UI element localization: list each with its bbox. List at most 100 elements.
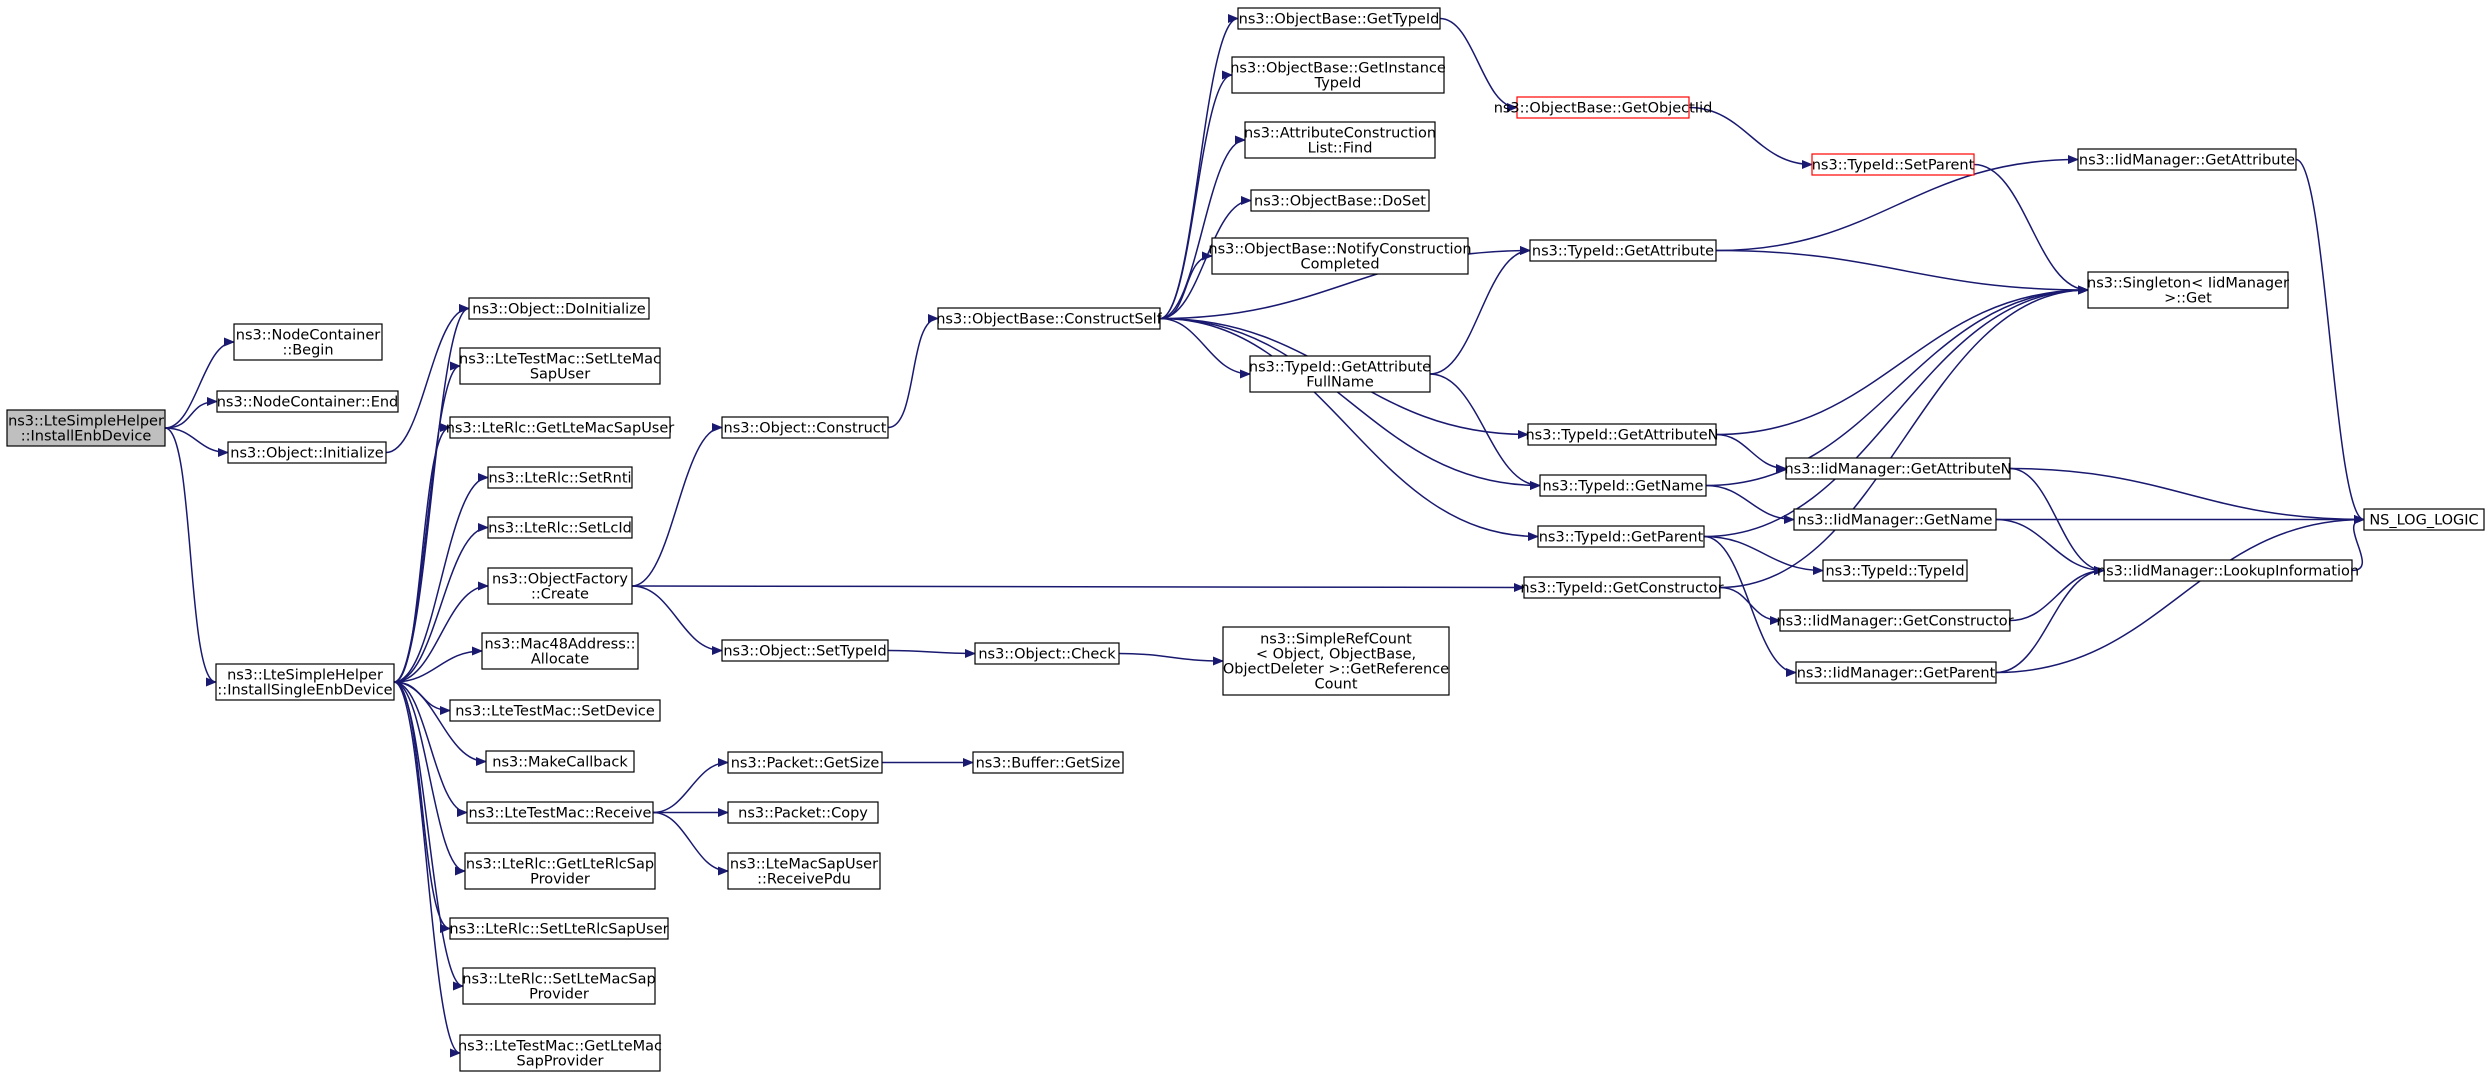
node-ob-gettypeid[interactable]: ns3::ObjectBase::GetTypeId — [1237, 7, 1441, 30]
node-tid-getattribute[interactable]: ns3::TypeId::GetAttribute — [1529, 239, 1717, 262]
node-label: ns3::TypeId::SetParent — [1812, 158, 1975, 174]
node-label: ns3::Object::SetTypeId — [723, 644, 886, 660]
node-box — [1539, 474, 1707, 497]
node-iid-lookupinformation[interactable]: ns3::IidManager::LookupInformation — [2097, 559, 2359, 582]
edge-ob_constructself-to-tid_getattrfullname — [1159, 317, 1251, 379]
node-obj-init[interactable]: ns3::Object::Initialize — [227, 441, 387, 464]
node-label: ns3::LteSimpleHelper — [227, 668, 383, 684]
edge-root-to-nc_end — [164, 397, 218, 429]
node-ob-getobjectiid[interactable]: ns3::ObjectBase::GetObjectIid — [1494, 96, 1713, 119]
node-packet-getsize[interactable]: ns3::Packet::GetSize — [727, 751, 883, 774]
node-box — [1537, 525, 1705, 548]
node-label: ns3::IidManager::GetConstructor — [1776, 614, 2013, 630]
node-obj-settypeid[interactable]: ns3::Object::SetTypeId — [721, 639, 889, 662]
node-install-single[interactable]: ns3::LteSimpleHelper::InstallSingleEnbDe… — [215, 663, 395, 701]
node-box — [227, 441, 387, 464]
node-label: ns3::Mac48Address:: — [484, 637, 635, 653]
node-box — [487, 516, 633, 539]
node-label: < Object, ObjectBase, — [1256, 647, 1416, 663]
node-rlc-getltemac[interactable]: ns3::LteRlc::GetLteMacSapUser — [446, 416, 675, 439]
node-objfactory-create[interactable]: ns3::ObjectFactory::Create — [487, 567, 633, 605]
node-label: ns3::LteRlc::SetLteRlcSapUser — [449, 922, 668, 938]
node-obj-check[interactable]: ns3::Object::Check — [974, 642, 1120, 665]
node-ns-log-logic[interactable]: NS_LOG_LOGIC — [2363, 508, 2485, 531]
edge-install_single-to-obj_doinit — [393, 304, 470, 683]
node-label: ns3::TypeId::GetAttribute — [1532, 244, 1714, 260]
node-buffer-getsize[interactable]: ns3::Buffer::GetSize — [972, 751, 1124, 774]
node-ob-constructself[interactable]: ns3::ObjectBase::ConstructSelf — [936, 307, 1163, 330]
edge-iid_getattributen-to-ns_log_logic — [2009, 467, 2365, 524]
node-obj-construct[interactable]: ns3::Object::Construct — [721, 416, 889, 439]
node-iid-getname[interactable]: ns3::IidManager::GetName — [1793, 508, 1997, 531]
edge-ob_getobjectiid-to-tid_setparent — [1688, 106, 1813, 169]
node-label: ObjectDeleter >::GetReference — [1223, 662, 1449, 678]
node-label: ns3::IidManager::LookupInformation — [2097, 564, 2359, 580]
node-obj-doinit[interactable]: ns3::Object::DoInitialize — [468, 297, 650, 320]
node-rlc-setrlcsapuser[interactable]: ns3::LteRlc::SetLteRlcSapUser — [449, 917, 669, 940]
node-packet-copy[interactable]: ns3::Packet::Copy — [727, 801, 879, 824]
edge-tid_getattrfullname-to-tid_getattribute — [1429, 246, 1531, 375]
node-makecallback[interactable]: ns3::MakeCallback — [485, 750, 635, 773]
node-mac48-allocate[interactable]: ns3::Mac48Address::Allocate — [481, 632, 639, 670]
node-box — [1516, 96, 1690, 119]
node-box — [459, 1034, 661, 1072]
node-label: SapUser — [530, 367, 590, 383]
node-label: List::Find — [1308, 141, 1373, 157]
node-tid-setparent[interactable]: ns3::TypeId::SetParent — [1811, 153, 1975, 176]
node-simplerefcount[interactable]: ns3::SimpleRefCount< Object, ObjectBase,… — [1222, 626, 1450, 696]
edge-ltm_receive-to-ltemacsapuser_receivepdu — [652, 811, 729, 876]
edge-tid_getname-to-singleton_get — [1705, 285, 2089, 487]
node-label: ns3::LteTestMac::Receive — [469, 806, 652, 822]
node-rlc-setlcid[interactable]: ns3::LteRlc::SetLcId — [487, 516, 633, 539]
node-iid-getattributen[interactable]: ns3::IidManager::GetAttributeN — [1784, 457, 2012, 480]
node-singleton-get[interactable]: ns3::Singleton< IidManager>::Get — [2087, 271, 2289, 309]
node-label: ns3::Object::Initialize — [230, 446, 383, 462]
node-ltm-setdevice[interactable]: ns3::LteTestMac::SetDevice — [449, 699, 661, 722]
edge-ob_constructself-to-acl_find — [1159, 135, 1246, 320]
node-nc-begin[interactable]: ns3::NodeContainer::Begin — [233, 323, 383, 361]
node-label: ns3::TypeId::GetName — [1543, 479, 1704, 495]
node-label: ::ReceivePdu — [757, 872, 851, 888]
node-tid-getname[interactable]: ns3::TypeId::GetName — [1539, 474, 1707, 497]
edge-obj_check-to-simplerefcount — [1118, 652, 1224, 666]
node-ltm-receive[interactable]: ns3::LteTestMac::Receive — [466, 801, 654, 824]
node-iid-getconstructor[interactable]: ns3::IidManager::GetConstructor — [1776, 609, 2014, 632]
node-label: ns3::Packet::GetSize — [731, 756, 880, 772]
node-tid-getattributen[interactable]: ns3::TypeId::GetAttributeN — [1525, 423, 1719, 446]
edge-root-to-obj_init — [164, 427, 229, 457]
node-label: ns3::LteTestMac::SetLteMac — [459, 352, 661, 368]
node-tid-getconstructor[interactable]: ns3::TypeId::GetConstructor — [1520, 576, 1724, 599]
node-nc-end[interactable]: ns3::NodeContainer::End — [216, 390, 399, 413]
node-label: ns3::LteRlc::SetLcId — [488, 521, 632, 537]
node-label: ns3::AttributeConstruction — [1244, 126, 1436, 142]
node-iid-getparent[interactable]: ns3::IidManager::GetParent — [1795, 661, 1997, 684]
edge-iid_getparent-to-iid_lookupinformation — [1995, 566, 2105, 674]
node-box — [1231, 56, 1445, 94]
node-tid-getparent[interactable]: ns3::TypeId::GetParent — [1537, 525, 1705, 548]
edge-tid_getconstructor-to-singleton_get — [1719, 285, 2089, 589]
node-iid-getattribute[interactable]: ns3::IidManager::GetAttribute — [2077, 148, 2297, 171]
node-label: ::InstallSingleEnbDevice — [217, 683, 392, 699]
edges-layer — [164, 14, 2365, 1058]
edge-install_single-to-rlc_setrnti — [393, 473, 489, 683]
node-rlc-setrnti[interactable]: ns3::LteRlc::SetRnti — [487, 466, 633, 489]
node-root[interactable]: ns3::LteSimpleHelper::InstallEnbDevice — [6, 409, 166, 447]
node-ltemacsapuser-receivepdu[interactable]: ns3::LteMacSapUser::ReceivePdu — [727, 852, 881, 890]
edge-tid_setparent-to-singleton_get — [1973, 163, 2089, 295]
edge-iid_lookupinformation-to-ns_log_logic — [2351, 515, 2365, 572]
node-ob-notify[interactable]: ns3::ObjectBase::NotifyConstructionCompl… — [1208, 237, 1472, 275]
node-box — [721, 639, 889, 662]
node-ob-doset[interactable]: ns3::ObjectBase::DoSet — [1250, 189, 1430, 212]
node-box — [1222, 626, 1450, 696]
node-tid-typeid[interactable]: ns3::TypeId::TypeId — [1822, 559, 1968, 582]
node-box — [1795, 661, 1997, 684]
node-label: ns3::ObjectBase::DoSet — [1254, 194, 1426, 210]
node-box — [6, 409, 166, 447]
